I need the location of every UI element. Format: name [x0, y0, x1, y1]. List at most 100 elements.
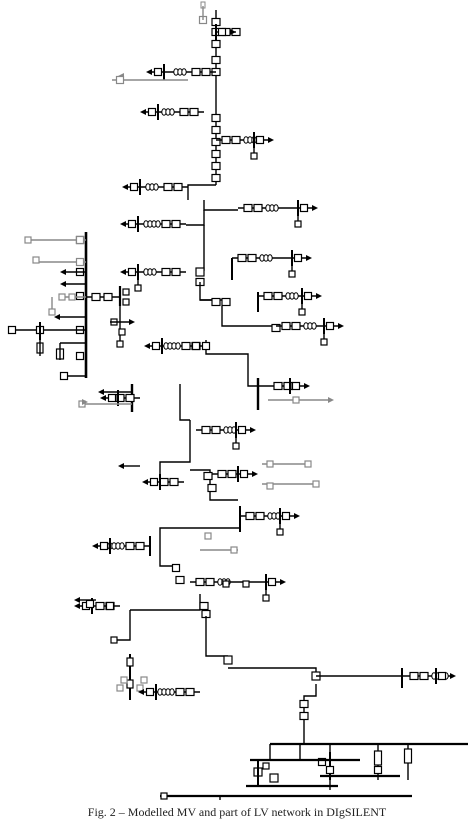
- transformer-box: [245, 511, 255, 521]
- feeder-line: [159, 420, 191, 484]
- transformer-box: [32, 256, 40, 264]
- transformer-box: [159, 477, 169, 487]
- transformer-box: [191, 67, 201, 77]
- transformer-box: [122, 298, 130, 306]
- load-arrow-icon: [120, 221, 126, 227]
- transformer-box: [199, 601, 209, 611]
- transformer-box: [205, 577, 215, 587]
- transformer-box: [247, 253, 257, 263]
- load-arrow-icon: [100, 395, 106, 401]
- transformer-box: [122, 288, 130, 296]
- transformer-box: [211, 297, 221, 307]
- transformer-box: [161, 219, 171, 229]
- transformer-box: [189, 107, 199, 117]
- transformer-box: [48, 308, 56, 316]
- transformer-box: [175, 687, 185, 697]
- transformer-box: [211, 137, 221, 147]
- transformer-box: [267, 577, 277, 587]
- transformer-box: [221, 135, 231, 145]
- load-arrow-icon: [144, 343, 150, 349]
- figure-caption: Fig. 2 – Modelled MV and part of LV netw…: [87, 805, 387, 819]
- transformer-box: [99, 541, 109, 551]
- transformer-box: [211, 173, 221, 183]
- load-arrow-icon: [328, 397, 334, 403]
- transformer-box: [255, 135, 265, 145]
- feeder-coil-icon: [273, 204, 279, 212]
- transformer-box: [110, 636, 118, 644]
- transformer-box: [161, 267, 171, 277]
- transformer-box: [298, 308, 306, 316]
- transformer-box: [115, 75, 125, 85]
- transformer-box: [179, 107, 189, 117]
- feeder-line: [186, 210, 205, 226]
- feeder-coil-icon: [151, 268, 157, 276]
- feeder-line: [187, 184, 216, 200]
- transformer-box: [266, 482, 274, 490]
- load-arrow-icon: [74, 603, 80, 609]
- feeder-coil-icon: [267, 254, 273, 262]
- load-arrow-icon: [140, 109, 146, 115]
- transformer-box: [211, 55, 221, 65]
- transformer-box: [171, 219, 181, 229]
- transformer-box: [181, 341, 191, 351]
- transformer-box: [153, 67, 163, 77]
- feeder-coil-icon: [175, 342, 181, 350]
- transformer-box: [227, 469, 237, 479]
- transformer-box: [269, 773, 279, 783]
- load-arrow-icon: [74, 597, 80, 603]
- transformer-box: [312, 480, 320, 488]
- transformer-box: [126, 679, 134, 689]
- transformer-box: [317, 757, 327, 767]
- transformer-box: [211, 161, 221, 171]
- transformer-box: [85, 599, 95, 609]
- transformer-box: [7, 325, 17, 335]
- feeder-line: [112, 610, 131, 641]
- load-arrow-icon: [98, 389, 104, 395]
- transformer-box: [145, 687, 155, 697]
- transformer-box: [59, 371, 69, 381]
- transformer-box: [151, 341, 161, 351]
- transformer-box: [211, 125, 221, 135]
- transformer-box: [140, 676, 148, 684]
- transformer-box: [242, 580, 250, 588]
- transformer-box: [75, 291, 85, 301]
- transformer-box: [195, 267, 205, 277]
- load-arrow-icon: [118, 463, 124, 469]
- transformer-box: [237, 253, 247, 263]
- transformer-box: [175, 575, 185, 585]
- feeder-coil-icon: [153, 183, 159, 191]
- transformer-box: [191, 341, 201, 351]
- transformer-box: [75, 257, 85, 267]
- transformer-box: [243, 203, 253, 213]
- transformer-box: [129, 182, 139, 192]
- load-arrow-icon: [60, 269, 66, 275]
- transformer-box: [437, 671, 447, 681]
- transformer-box: [232, 442, 240, 450]
- transformer-box: [105, 601, 115, 611]
- transformer-box: [68, 293, 76, 301]
- transformer-box: [116, 684, 124, 692]
- feeder-line: [205, 616, 228, 657]
- transformer-box: [273, 291, 283, 301]
- transformer-box: [95, 601, 105, 611]
- transformer-box: [299, 699, 309, 709]
- load-arrow-icon: [280, 579, 286, 585]
- transformer-box: [303, 291, 313, 301]
- transformer-box: [147, 107, 157, 117]
- load-arrow-icon: [146, 69, 152, 75]
- feeder-coil-icon: [181, 68, 187, 76]
- load-arrow-icon: [250, 427, 256, 433]
- load-arrow-icon: [92, 543, 98, 549]
- feeder-line: [130, 594, 201, 611]
- transformer-box: [195, 577, 205, 587]
- transformer-box: [91, 292, 101, 302]
- feeder-coil-icon: [169, 108, 175, 116]
- transformer-box: [211, 425, 221, 435]
- feeder-line: [200, 225, 205, 271]
- transformer-box: [325, 765, 335, 775]
- transformer-box: [230, 546, 238, 554]
- load-arrow-icon: [82, 399, 88, 405]
- transformer-box: [211, 39, 221, 49]
- transformer-box: [118, 328, 126, 336]
- feeder-coil-icon: [169, 688, 175, 696]
